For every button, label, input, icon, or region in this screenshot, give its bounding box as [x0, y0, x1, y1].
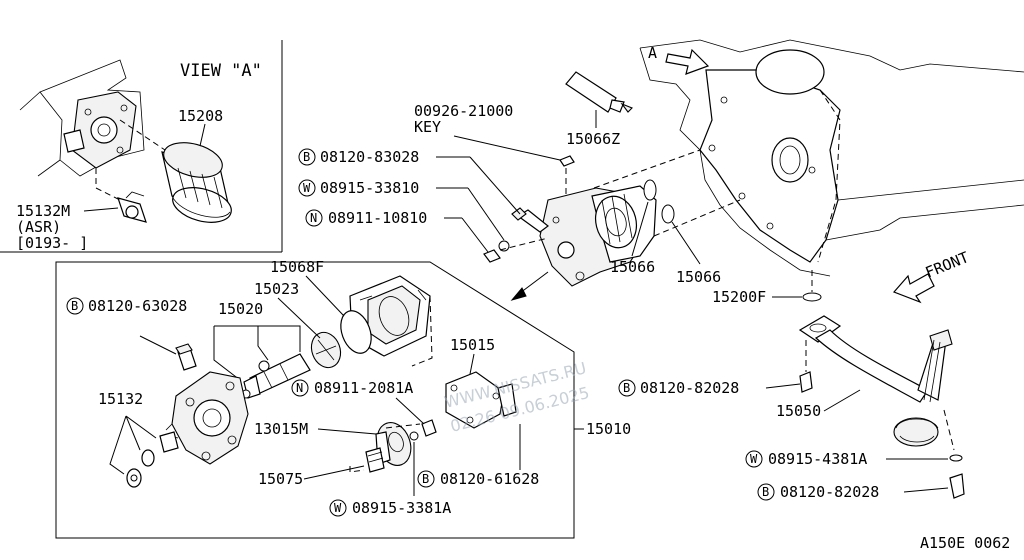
label-08915-4381a: 08915-4381A: [768, 450, 867, 468]
pump-body-icon: [165, 371, 249, 465]
nut-2081a-icon: [421, 419, 437, 437]
prefix-b-icon: [757, 483, 775, 501]
label-arrow-a: A: [648, 44, 657, 62]
washer-4381a-icon: [949, 454, 963, 462]
front-arrow-icon: [892, 273, 935, 304]
prefix-3381a: W: [334, 501, 342, 515]
label-00926-21000: 00926-21000: [414, 102, 513, 120]
label-08120-83028: 08120-83028: [320, 148, 419, 166]
view-a-arrow-icon: [665, 48, 710, 75]
label-asr: (ASR): [16, 218, 61, 236]
bolt-83028-icon: [511, 207, 549, 233]
prefix-w-icon: [298, 179, 316, 197]
sealant-tube-icon: [565, 71, 633, 113]
figure-code: A150E 0062: [920, 534, 1010, 552]
label-15023: 15023: [254, 280, 299, 298]
bolt-82028-b-icon: [949, 473, 965, 499]
prefix-61628: B: [422, 472, 429, 486]
nut-10810-icon: [483, 249, 501, 263]
label-15066-a: 15066: [610, 258, 655, 276]
label-08120-63028: 08120-63028: [88, 297, 187, 315]
spring-plunger-set-icon: [126, 431, 179, 488]
label-15132: 15132: [98, 390, 143, 408]
oil-filter-icon: [161, 142, 232, 223]
prefix-w-icon: [745, 450, 763, 468]
relief-valve-icon: [243, 353, 311, 399]
label-15015: 15015: [450, 336, 495, 354]
label-date-range: [0193- ]: [16, 234, 88, 252]
gasket-15200f-icon: [802, 292, 822, 302]
label-15200f: 15200F: [712, 288, 766, 306]
label-08911-2081a: 08911-2081A: [314, 379, 413, 397]
bolt-61628-icon: [497, 383, 517, 417]
prefix-n-icon: [305, 209, 323, 227]
asr-sensor-icon: [117, 191, 147, 223]
gasket-o-ring-b-icon: [661, 204, 675, 224]
label-08120-82028-a: 08120-82028: [640, 379, 739, 397]
pump-rotor-icon: [310, 331, 342, 369]
label-08915-3381a: 08915-3381A: [352, 499, 451, 517]
prefix-n-icon: [291, 379, 309, 397]
bolt-63028-icon: [175, 343, 197, 371]
prefix-4381a: W: [750, 452, 758, 466]
exploded-view-panel: [55, 261, 575, 539]
washer-33810-icon: [498, 240, 510, 252]
prefix-82028-a: B: [623, 381, 630, 395]
label-13015m: 13015M: [254, 420, 308, 438]
label-15010: 15010: [586, 420, 631, 438]
label-15050: 15050: [776, 402, 821, 420]
prefix-w-icon: [329, 499, 347, 517]
washer-3381a-icon: [409, 431, 419, 441]
gasket-o-ring-a-icon: [643, 179, 657, 201]
prefix-b-icon: [298, 148, 316, 166]
label-15075: 15075: [258, 470, 303, 488]
prefix-83028: B: [303, 150, 310, 164]
label-15066-b: 15066: [676, 268, 721, 286]
label-key: KEY: [414, 118, 441, 136]
label-08915-33810: 08915-33810: [320, 179, 419, 197]
oil-pump-installed-icon: [539, 185, 657, 287]
prefix-82028-b: B: [762, 485, 769, 499]
gasket-15068f-icon: [340, 310, 372, 354]
prefix-b-icon: [417, 470, 435, 488]
label-front: FRONT: [923, 248, 972, 282]
prefix-10810: N: [310, 211, 317, 225]
oil-strainer-icon: [798, 315, 955, 451]
bolt-82028-a-icon: [799, 371, 813, 393]
prefix-63028: B: [71, 299, 78, 313]
label-15020: 15020: [218, 300, 263, 318]
label-08120-61628: 08120-61628: [440, 470, 539, 488]
label-15208: 15208: [178, 107, 223, 125]
view-a-inset: VIEW "A" 15208 15132M (ASR): [0, 40, 283, 253]
label-15066z: 15066Z: [566, 130, 620, 148]
label-15132m: 15132M: [16, 202, 70, 220]
driven-gear-icon: [365, 447, 385, 473]
label-08120-82028-b: 08120-82028: [780, 483, 879, 501]
engine-front-cover: [639, 39, 1024, 277]
label-08911-10810: 08911-10810: [328, 209, 427, 227]
view-a-title: VIEW "A": [180, 61, 262, 81]
label-15068f: 15068F: [270, 258, 324, 276]
key-icon: [559, 155, 575, 167]
pump-cover-plate-icon: [445, 371, 505, 429]
prefix-b-icon: [66, 297, 84, 315]
prefix-b-icon: [618, 379, 636, 397]
prefix-33810: W: [303, 181, 311, 195]
prefix-2081a: N: [296, 381, 303, 395]
